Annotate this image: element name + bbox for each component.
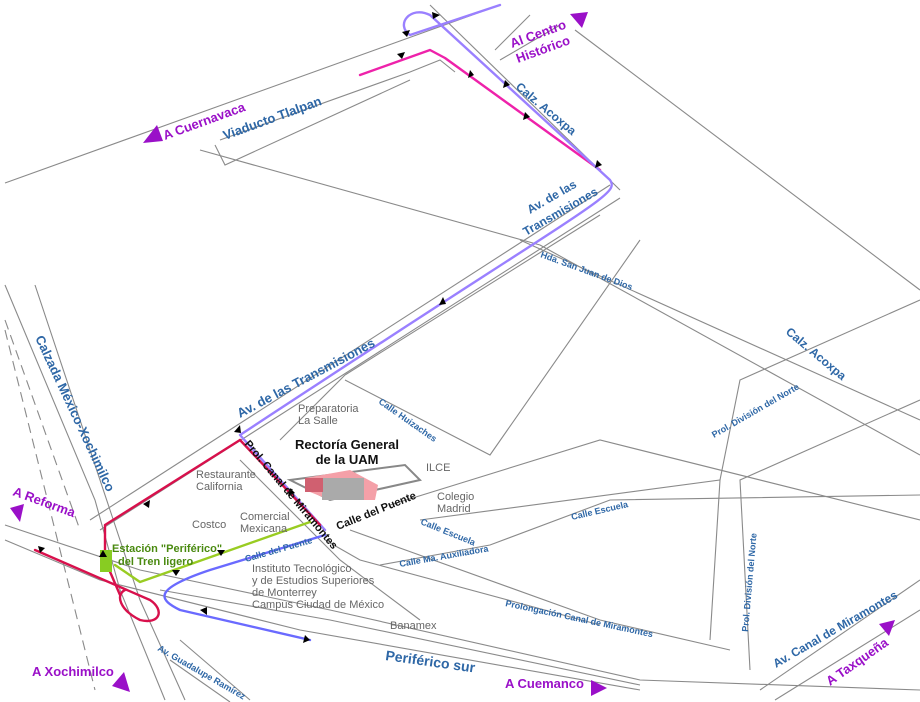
arrow-xochimilco-icon: [112, 672, 130, 692]
dir-cuemanco: A Cuemanco: [505, 676, 584, 691]
place-rest-2: California: [196, 481, 243, 493]
place-rest-1: Restaurante: [196, 469, 256, 481]
place-itesm-3: de Monterrey: [252, 587, 317, 599]
place-rectoria-1: Rectoría General: [295, 437, 399, 452]
place-station-1: Estación "Periférico": [112, 543, 222, 555]
street-prol-div-norte: Prol. División del Norte: [710, 382, 801, 440]
street-guadalupe: Av. Guadalupe Ramírez: [156, 643, 248, 702]
place-colegio-2: Madrid: [437, 503, 471, 515]
place-banamex: Banamex: [390, 620, 437, 632]
place-prepa-2: La Salle: [298, 415, 338, 427]
place-colegio-1: Colegio: [437, 491, 474, 503]
routes: [33, 3, 613, 643]
arrow-reforma-icon: [10, 504, 24, 522]
place-itesm-4: Campus Ciudad de México: [252, 599, 384, 611]
place-itesm-2: y de Estudios Superiores: [252, 575, 375, 587]
dir-xochimilco: A Xochimilco: [32, 664, 114, 679]
street-prol-canal: Prolongación Canal de Miramontes: [505, 598, 654, 639]
street-acoxpa-right: Calz. Acoxpa: [783, 325, 849, 384]
arrow-taxquena-icon: [879, 620, 895, 636]
place-prepa-1: Preparatoria: [298, 403, 359, 415]
street-puente-small: Calle del Puente: [244, 535, 314, 564]
place-ilce: ILCE: [426, 462, 450, 474]
place-rectoria-2: de la UAM: [316, 452, 379, 467]
place-comercial-2: Mexicana: [240, 523, 288, 535]
street-prol-div-norte-v: Prol. División del Norte: [740, 533, 759, 633]
street-escuela-2: Calle Escuela: [570, 499, 630, 522]
street-escuela-1: Calle Escuela: [419, 517, 477, 548]
place-itesm-1: Instituto Tecnológico: [252, 563, 351, 575]
arrow-cuemanco-icon: [591, 680, 607, 696]
street-acoxpa-top: Calz. Acoxpa: [513, 80, 579, 139]
rectoria-building: [286, 463, 422, 502]
arrow-centro-icon: [570, 12, 588, 28]
place-station-2: del Tren ligero: [118, 556, 193, 568]
dir-taxquena: A Taxqueña: [823, 634, 891, 688]
uam-logo: [305, 478, 323, 492]
street-periferico: Periférico sur: [385, 647, 477, 675]
place-costco: Costco: [192, 519, 226, 531]
street-hda: Hda. San Juan de Dios: [539, 249, 634, 292]
arrow-cuernavaca-icon: [143, 125, 163, 143]
street-auxiliadora: Calle Ma. Auxiliadora: [399, 543, 491, 569]
direction-arrows: [10, 12, 895, 696]
street-canal: Av. Canal de Miramontes: [771, 588, 901, 671]
place-comercial-1: Comercial: [240, 511, 290, 523]
street-mexico-xochimilco: Calzada México-Xochimilco: [32, 333, 118, 494]
